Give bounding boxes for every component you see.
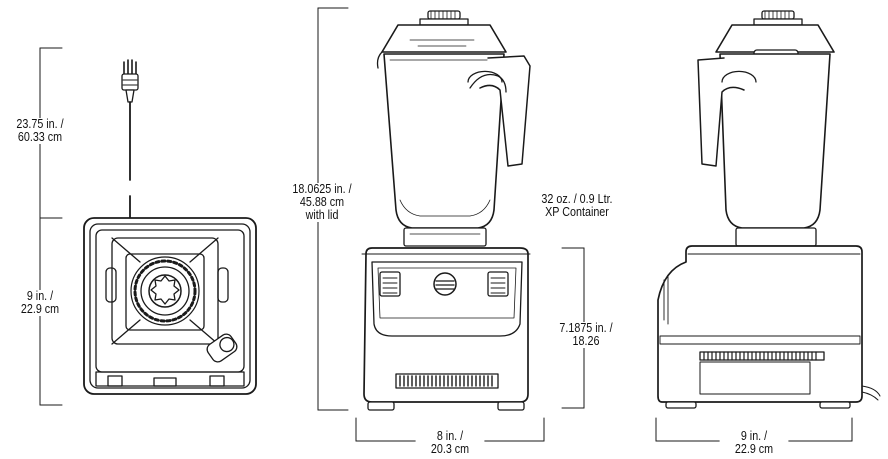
overall-height-line3: with lid [305, 208, 339, 222]
cord-length-label: 23.75 in. / 60.33 cm [5, 117, 75, 144]
side-depth-line1: 9 in. / [740, 429, 768, 443]
motor-base-front-view [361, 247, 531, 411]
power-plug-icon [121, 59, 139, 223]
side-depth-label: 9 in. / 22.9 cm [719, 429, 789, 456]
base-top-view [83, 217, 257, 395]
base-depth-top-label: 9 in. / 22.9 cm [9, 290, 71, 316]
overall-height-line2: 45.88 cm [299, 195, 345, 209]
base-height-line1: 7.1875 in. / [559, 321, 613, 335]
base-height-label: 7.1875 in. / 18.26 [553, 321, 619, 348]
container-front-view [376, 10, 531, 247]
cord-dimension-line [39, 47, 63, 406]
container-label: 32 oz. / 0.9 Ltr. XP Container [526, 193, 627, 219]
overall-height-label: 18.0625 in. / 45.88 cm with lid [280, 182, 364, 222]
base-height-line2: 18.26 [572, 334, 600, 348]
overall-height-line1: 18.0625 in. / [292, 182, 352, 196]
front-width-line2: 20.3 cm [430, 442, 470, 456]
cord-length-line1: 23.75 in. / [16, 117, 64, 131]
container-line2: XP Container [545, 205, 609, 219]
cord-length-line2: 60.33 cm [17, 130, 63, 144]
front-width-line1: 8 in. / [436, 429, 464, 443]
container-side-view [697, 10, 835, 247]
side-depth-line2: 22.9 cm [734, 442, 774, 456]
front-width-label: 8 in. / 20.3 cm [415, 429, 485, 456]
motor-base-side-view [657, 245, 881, 409]
base-depth-top-line1: 9 in. / [26, 289, 54, 303]
container-line1: 32 oz. / 0.9 Ltr. [541, 192, 613, 206]
base-depth-top-line2: 22.9 cm [20, 302, 60, 316]
